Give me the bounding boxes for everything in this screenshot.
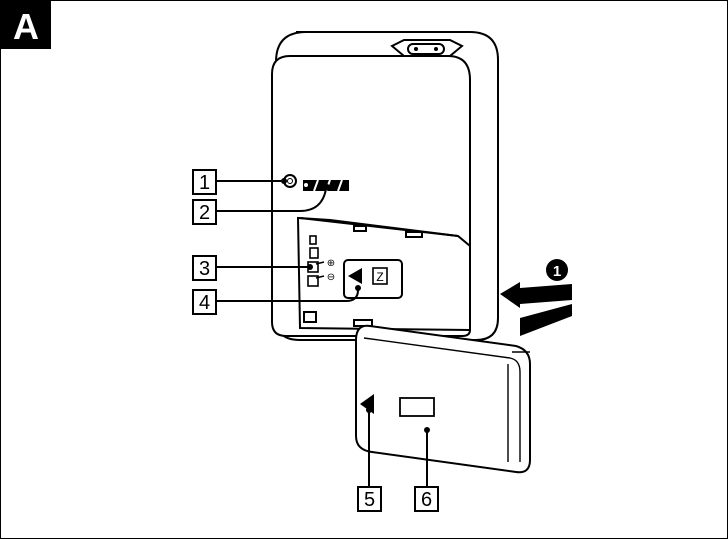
plus-symbol: ⊕ — [327, 258, 335, 269]
battery-label-area — [399, 397, 435, 417]
step-marker: 1 — [546, 259, 568, 281]
callout-5-number: 5 — [364, 489, 375, 511]
leader-4-dot — [355, 285, 361, 291]
callout-4-number: 4 — [199, 292, 210, 314]
callout-2: 2 — [192, 199, 217, 225]
panel-tag: A — [1, 1, 51, 49]
leader-4 — [216, 289, 359, 302]
leader-1-dot — [281, 178, 287, 184]
leader-6-dot — [424, 427, 430, 433]
callout-3-number: 3 — [199, 258, 210, 280]
callout-3: 3 — [192, 255, 217, 281]
leader-5-dot — [366, 407, 372, 413]
step-number: 1 — [553, 263, 561, 280]
minus-symbol: ⊖ — [327, 272, 335, 283]
battery-pack — [355, 324, 531, 474]
leader-2-dot — [324, 184, 330, 190]
leader-lines — [216, 178, 430, 487]
callout-4: 4 — [192, 289, 217, 315]
leader-2 — [216, 188, 327, 212]
callout-1-number: 1 — [199, 172, 210, 194]
callout-1: 1 — [192, 169, 217, 195]
callout-2-number: 2 — [199, 202, 210, 224]
arrow-right-to-left-icon — [500, 282, 572, 336]
battery-mark-on-charger: Z — [348, 267, 388, 285]
leader-3-dot — [307, 264, 313, 270]
battery-symbol-charger: Z — [376, 270, 383, 284]
callout-6: 6 — [414, 486, 439, 512]
callout-6-number: 6 — [421, 489, 432, 511]
callout-5: 5 — [357, 486, 382, 512]
panel-letter: A — [13, 6, 39, 47]
